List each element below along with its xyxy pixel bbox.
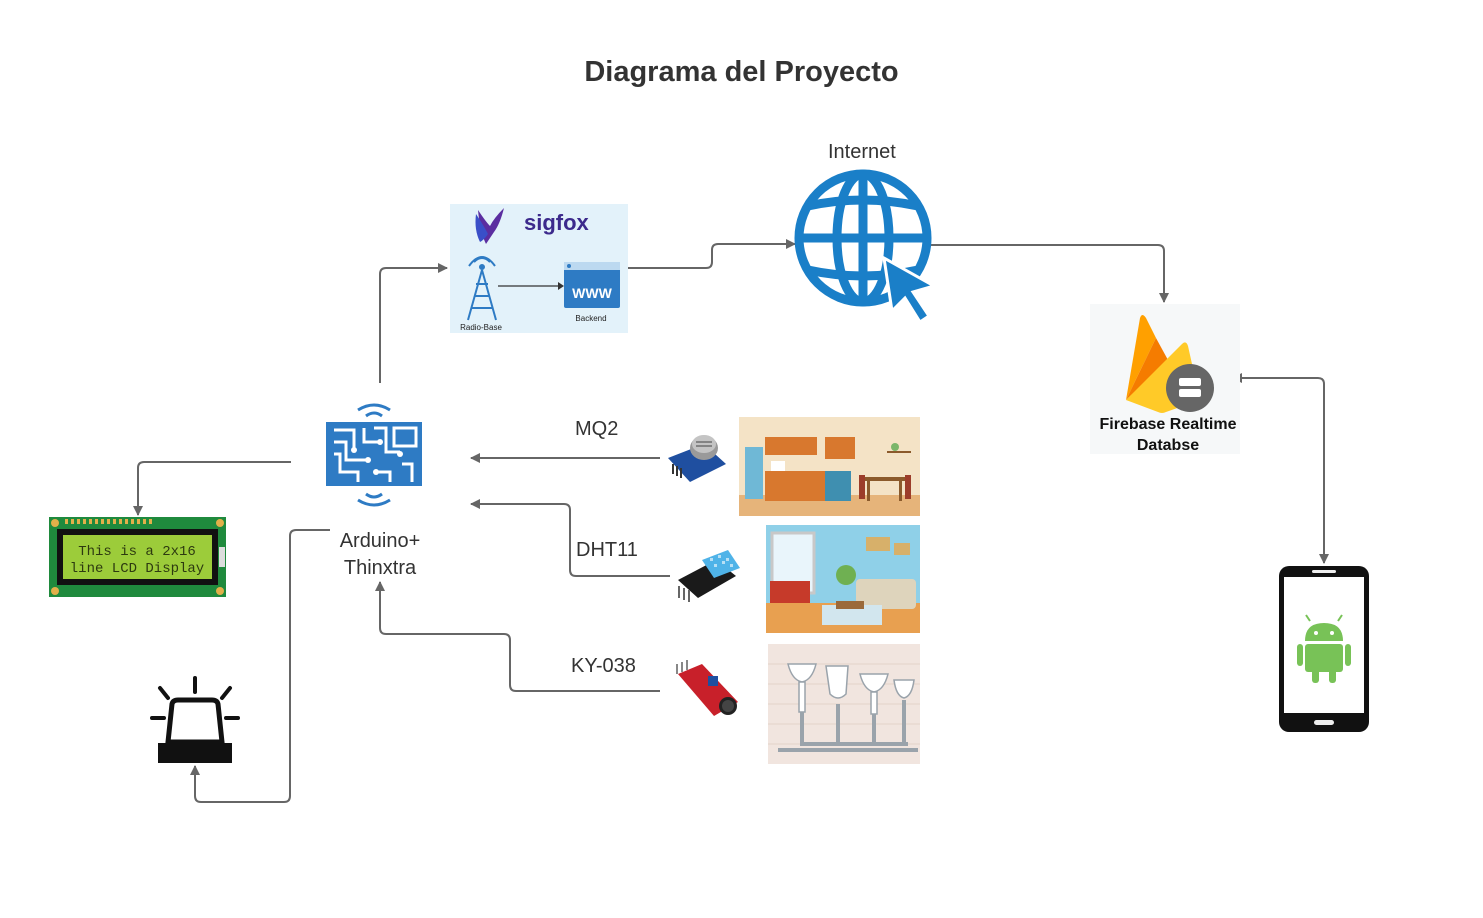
firebase-image [1090,304,1240,454]
globe-cursor-icon [794,169,938,325]
arduino-label-line1: Arduino+ [339,530,421,552]
firebase-label-line2: Databse [1136,437,1200,454]
radio-base-label: Radio-Base [460,323,502,332]
android-phone-icon [1279,566,1369,732]
connector-firebase-phone [1232,373,1329,564]
sigfox-butterfly-icon [475,208,504,244]
diagram-title: Diagrama del Proyecto [584,56,899,88]
mq2-gas-sensor-icon [668,435,726,482]
lcd-line2: line LCD Display [70,561,204,577]
sensor-label-mq2: MQ2 [575,418,619,440]
siren-icon [150,676,240,763]
backend-label: Backend [575,314,606,323]
sigfox-logo-text: sigfox [524,210,590,235]
sensor-label-dht11: DHT11 [576,539,638,561]
sigfox-network-graphic: sigfox WWW Radio-Base Backend [460,208,620,332]
dht11-sensor-icon [678,550,740,602]
connector-arduino-lcd [133,461,291,516]
bathroom-room-image [768,644,920,764]
svg-text:WWW: WWW [572,285,612,301]
internet-label: Internet [828,141,896,163]
connector-arduino-alarm [190,529,330,803]
kitchen-room-image [739,417,920,516]
sigfox-network-image: sigfox WWW Radio-Base Backend [450,204,628,333]
connector-internet-firebase [931,244,1169,303]
radio-tower-icon [467,256,497,321]
firebase-label: Firebase Realtime Databse [1088,414,1248,456]
sensor-label-ky038: KY-038 [571,655,636,677]
connector-ky038-arduino [375,581,660,692]
living-room-image [766,525,920,633]
ky038-sound-sensor-icon [676,660,738,716]
connector-sigfox-internet [628,239,796,269]
firebase-logo-icon [1126,315,1214,413]
lcd-display-icon: This is a 2x16 line LCD Display [49,517,226,597]
firebase-label-line1: Firebase Realtime [1099,416,1237,433]
lcd-line1: This is a 2x16 [78,544,196,560]
www-backend-icon: WWW [564,262,620,308]
arduino-label: Arduino+ Thinxtra [330,528,430,582]
connector-arduino-sigfox [379,263,448,383]
arduino-label-line2: Thinxtra [343,557,417,579]
android-icon [1297,614,1351,683]
circuit-chip-icon [326,403,422,507]
connector-dht11-arduino [470,499,670,577]
